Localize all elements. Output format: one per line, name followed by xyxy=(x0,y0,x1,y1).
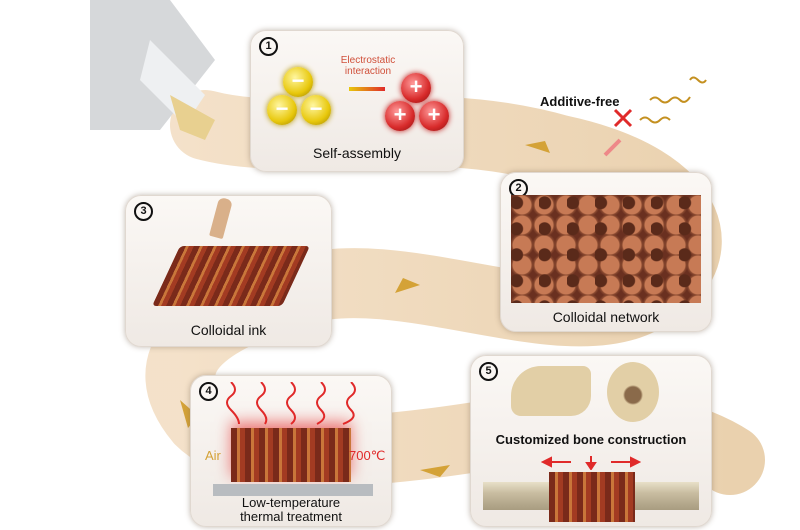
step-caption: Colloidal network xyxy=(552,309,660,325)
step-number: 1 xyxy=(259,37,278,56)
step-4-panel: 4 Air 700℃ Low-temperature thermal treat… xyxy=(190,375,392,527)
step-5-panel: 5 Customized bone construction xyxy=(470,355,712,527)
implanted-scaffold-image xyxy=(549,472,635,522)
positive-particle: + xyxy=(385,101,415,131)
additive-free-label: Additive-free xyxy=(540,94,620,109)
temperature-label: 700℃ xyxy=(349,448,386,463)
negative-particle: − xyxy=(301,95,331,125)
step-number: 3 xyxy=(134,202,153,221)
negative-particle: − xyxy=(283,67,313,97)
expansion-arrows-icon xyxy=(541,456,641,470)
step-2-panel: 2 Colloidal network xyxy=(500,172,712,332)
printed-scaffold-image xyxy=(152,246,310,306)
step-caption: Customized bone construction xyxy=(495,432,687,447)
scaffold-image xyxy=(231,428,351,482)
step-caption: Colloidal ink xyxy=(190,322,267,338)
caption-line: thermal treatment xyxy=(240,509,342,524)
double-arrow-icon xyxy=(349,87,385,91)
step-caption: Low-temperature thermal treatment xyxy=(191,496,391,524)
additive-free-icon xyxy=(603,76,707,157)
flow-arrows xyxy=(180,141,550,477)
step-caption: Self-assembly xyxy=(313,145,401,161)
step-number: 4 xyxy=(199,382,218,401)
jaw-bone-image xyxy=(511,366,591,416)
positive-particle: + xyxy=(419,101,449,131)
step-number: 5 xyxy=(479,362,498,381)
syringe-icon xyxy=(90,0,215,140)
colloidal-network-image xyxy=(511,195,701,303)
step-3-panel: 3 Colloidal ink xyxy=(125,195,332,347)
nozzle-icon xyxy=(209,196,233,240)
step-1-panel: 1 − − − + + + Electrostatic interaction … xyxy=(250,30,464,172)
substrate xyxy=(213,484,373,496)
air-label: Air xyxy=(205,448,221,463)
negative-particle: − xyxy=(267,95,297,125)
heat-waves-icon xyxy=(226,382,356,425)
positive-particle: + xyxy=(401,73,431,103)
electrostatic-label: Electrostatic interaction xyxy=(340,55,396,77)
caption-line: Low-temperature xyxy=(241,495,341,510)
skull-image xyxy=(607,362,659,422)
